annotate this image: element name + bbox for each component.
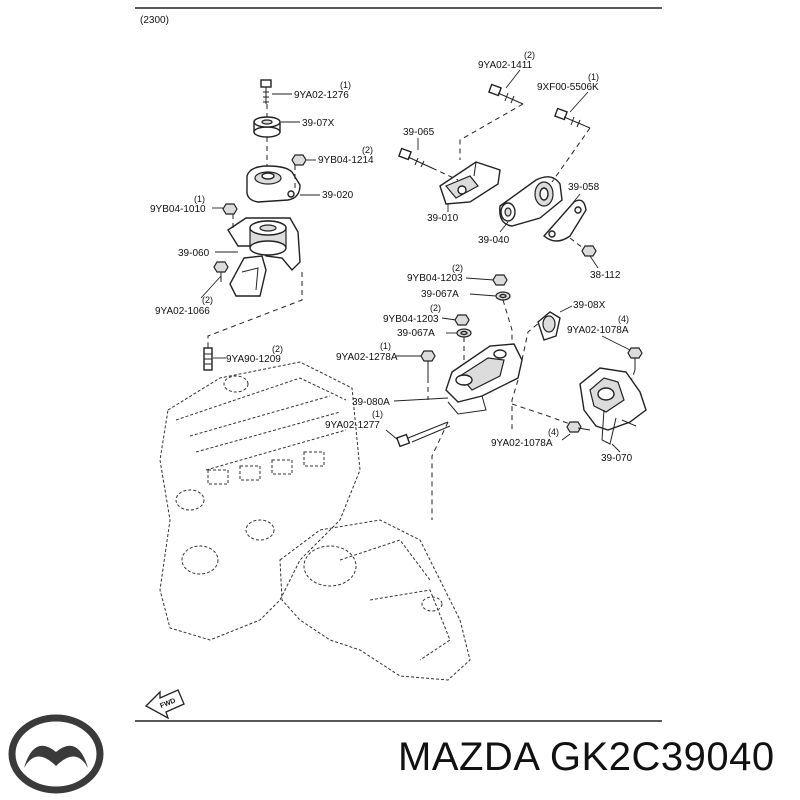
qty-9ya02-1278a: (1) [380,341,391,351]
label-9yb04-1203-b: 9YB04-1203 [383,314,439,325]
label-9yb04-1010: 9YB04-1010 [150,204,206,215]
qty-9ya90-1209: (2) [272,344,283,354]
qty-9ya02-1277: (1) [372,409,383,419]
qty-9yb04-1203-b: (2) [430,303,441,313]
label-39-080a: 39-080A [352,397,390,408]
bracket-39-010 [439,161,501,205]
bracket-39-058 [542,199,587,242]
engine-mount-39-060 [227,217,301,297]
section-code: (2300) [140,15,169,26]
label-39-07x: 39-07X [302,118,335,129]
label-39-067a-b: 39-067A [397,328,435,339]
label-9ya02-1066: 9YA02-1066 [155,306,210,317]
nut-9yb04-1214 [291,154,307,166]
bushing-39-07x [253,116,281,138]
label-9yb04-1203-a: 9YB04-1203 [407,273,463,284]
nut-9yb04-1203-a [492,274,508,286]
label-39-010: 39-010 [427,213,459,224]
qty-9xf00-5506k: (1) [588,72,599,82]
mazda-logo-icon [8,714,104,794]
fwd-arrow-icon: FWD [144,689,185,720]
label-39-070: 39-070 [601,453,633,464]
bolt-9ya02-1278a [420,350,436,378]
rear-mount-39-070 [579,367,647,445]
label-39-058: 39-058 [568,182,600,193]
qty-9ya02-1078a-b: (4) [548,427,559,437]
qty-9yb04-1203-a: (2) [452,263,463,273]
bolt-9xf00-5506k [554,107,591,129]
qty-9ya02-1066: (2) [202,295,213,305]
label-9ya02-1078a-b: 9YA02-1078A [491,438,553,449]
nut-38-112 [581,245,597,257]
stopper-39-08x [537,311,561,341]
label-39-065: 39-065 [403,127,435,138]
bolt-9ya02-1277 [396,421,451,448]
label-39-060: 39-060 [178,248,210,259]
label-9ya02-1276: 9YA02-1276 [294,90,349,101]
label-9ya02-1277: 9YA02-1277 [325,420,380,431]
label-39-067a-a: 39-067A [421,289,459,300]
label-39-08x: 39-08X [573,300,606,311]
stud-9ya90-1209 [203,347,213,371]
bolt-9ya02-1066 [213,261,229,282]
nut-9yb04-1203-b [454,314,470,326]
trans-mount-39-080a [445,343,523,415]
bolt-9ya02-1078a-a [627,347,643,370]
qty-9yb04-1214: (2) [362,145,373,155]
bracket-39-020 [246,165,301,203]
label-39-040: 39-040 [478,235,510,246]
qty-9ya02-1078a-a: (4) [618,314,629,324]
label-39-020: 39-020 [322,190,354,201]
label-38-112: 38-112 [590,270,621,281]
brand-part-number: MAZDA GK2C39040 [398,735,775,779]
label-9ya02-1078a-a: 9YA02-1078A [567,325,629,336]
label-9ya02-1411: 9YA02-1411 [478,60,533,71]
torque-rod-39-040 [499,176,563,227]
label-9yb04-1214: 9YB04-1214 [318,155,374,166]
label-9ya90-1209: 9YA90-1209 [226,354,281,365]
engine-outline [159,361,361,641]
qty-9ya02-1276: (1) [340,80,351,90]
qty-9ya02-1411: (2) [524,50,535,60]
nut-9yb04-1010 [222,203,238,215]
washer-39-067a-b [456,328,472,338]
label-9xf00-5506k: 9XF00-5506K [537,82,599,93]
bolt-9ya02-1276 [260,79,272,104]
label-9ya02-1278a: 9YA02-1278A [336,352,398,363]
bolt-9ya02-1411 [488,83,524,105]
washer-39-067a-a [495,291,511,301]
bolt-39-065 [398,147,433,169]
qty-9yb04-1010: (1) [194,194,205,204]
bolt-9ya02-1078a-b [566,421,591,433]
gearbox-outline [279,519,471,681]
